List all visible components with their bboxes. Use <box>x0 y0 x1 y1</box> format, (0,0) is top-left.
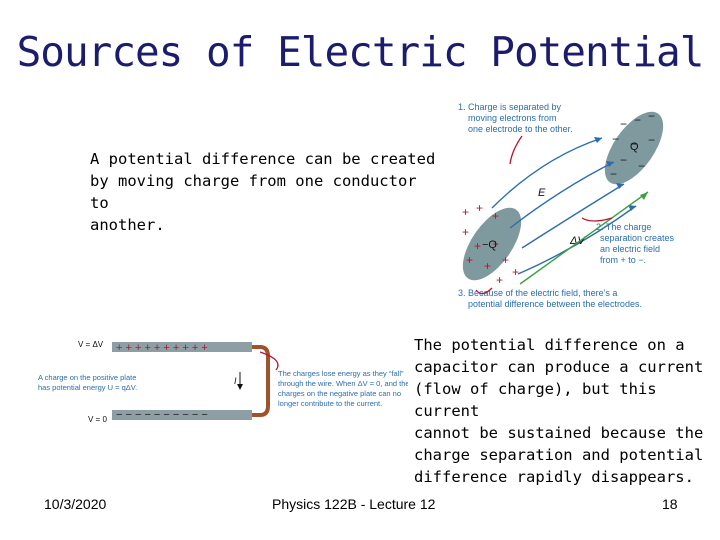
svg-text:−: − <box>634 113 641 127</box>
svg-text:2. The charge: 2. The charge <box>596 222 651 232</box>
svg-text:+: + <box>466 253 473 267</box>
svg-text:+: + <box>512 265 519 279</box>
svg-text:−: − <box>610 167 617 181</box>
positive-plate <box>112 342 252 352</box>
capacitor-figure: V = ΔV V = 0 + + + + + + + + + + − − − −… <box>38 340 408 424</box>
svg-text:−: − <box>638 159 645 173</box>
label-dV: ΔV <box>569 235 586 247</box>
svg-text:−: − <box>612 132 619 146</box>
label-Q: Q <box>630 141 639 153</box>
capacitor-paragraph: The potential difference on a capacitor … <box>414 336 704 486</box>
svg-text:+: + <box>476 201 483 215</box>
svg-text:− − − − − − − − − −: − − − − − − − − − − <box>116 409 208 421</box>
right-note: The charges lose energy as they “fall” t… <box>278 369 408 408</box>
svg-text:potential difference between t: potential difference between the electro… <box>468 299 642 309</box>
svg-text:+: + <box>474 239 481 253</box>
pointer-arrows <box>475 135 613 295</box>
svg-text:−: − <box>648 109 655 123</box>
label-V-bottom: V = 0 <box>88 415 107 424</box>
negative-plate <box>112 410 252 420</box>
negative-charges: −−− −−− −−− <box>610 109 655 181</box>
positive-charges: +++ +++ +++ ++ <box>462 201 519 287</box>
svg-text:moving electrons from: moving electrons from <box>468 113 557 123</box>
footer-date: 10/3/2020 <box>44 496 107 512</box>
svg-text:+: + <box>492 209 499 223</box>
label-current: I <box>234 376 237 386</box>
plate-minus-charges: − − − − − − − − − − <box>116 409 208 421</box>
svg-text:separation creates: separation creates <box>600 233 675 243</box>
label-negQ: −Q <box>482 239 497 251</box>
svg-text:+: + <box>496 273 503 287</box>
label-E: E <box>538 187 546 199</box>
plate-plus-charges: + + + + + + + + + + <box>116 342 208 354</box>
footer-page-number: 18 <box>662 496 678 512</box>
svg-text:has potential energy U = qΔV.: has potential energy U = qΔV. <box>38 383 137 392</box>
note1-text: 1. Charge is separated by moving electro… <box>458 102 573 134</box>
svg-text:through the wire. When ΔV = 0,: through the wire. When ΔV = 0, and the <box>278 379 408 388</box>
svg-text:−: − <box>620 153 627 167</box>
svg-text:−: − <box>630 137 637 151</box>
footer-course: Physics 122B - Lecture 12 <box>272 496 436 512</box>
label-V-top: V = ΔV <box>78 340 104 349</box>
left-note: A charge on the positive plate has poten… <box>38 373 137 392</box>
svg-text:charges on the negative plate: charges on the negative plate can no <box>278 389 401 398</box>
svg-text:+: + <box>484 259 491 273</box>
svg-text:1. Charge is separated by: 1. Charge is separated by <box>458 102 562 112</box>
note3-text: 3. Because of the electric field, there’… <box>458 288 642 309</box>
negative-electrode <box>604 111 664 185</box>
svg-text:−: − <box>648 133 655 147</box>
svg-text:+: + <box>492 237 499 251</box>
svg-text:+ + + + + + + + + +: + + + + + + + + + + <box>116 342 208 354</box>
svg-text:The charges lose energy as the: The charges lose energy as they “fall” <box>278 369 404 378</box>
svg-text:+: + <box>462 205 469 219</box>
svg-text:from + to −.: from + to −. <box>600 255 646 265</box>
field-lines <box>491 137 637 275</box>
electrode-figure: 1. Charge is separated by moving electro… <box>458 102 675 309</box>
svg-text:+: + <box>502 253 509 267</box>
svg-text:one electrode to the other.: one electrode to the other. <box>468 124 573 134</box>
svg-text:longer contribute to the curre: longer contribute to the current. <box>278 399 382 408</box>
svg-text:an electric field: an electric field <box>600 244 660 254</box>
svg-text:+: + <box>462 225 469 239</box>
intro-paragraph: A potential difference can be created by… <box>90 150 436 234</box>
slide-title: Sources of Electric Potential <box>16 28 705 76</box>
wire <box>252 345 270 417</box>
svg-text:A charge on the positive plate: A charge on the positive plate <box>38 373 136 382</box>
note2-text: 2. The charge separation creates an elec… <box>596 222 675 265</box>
svg-text:3. Because of the electric fie: 3. Because of the electric field, there’… <box>458 288 617 298</box>
positive-electrode <box>462 207 522 281</box>
field-arrowheads <box>594 137 636 211</box>
right-pointer-arrow <box>259 351 279 371</box>
svg-text:−: − <box>620 117 627 131</box>
potential-arrow <box>519 191 649 285</box>
